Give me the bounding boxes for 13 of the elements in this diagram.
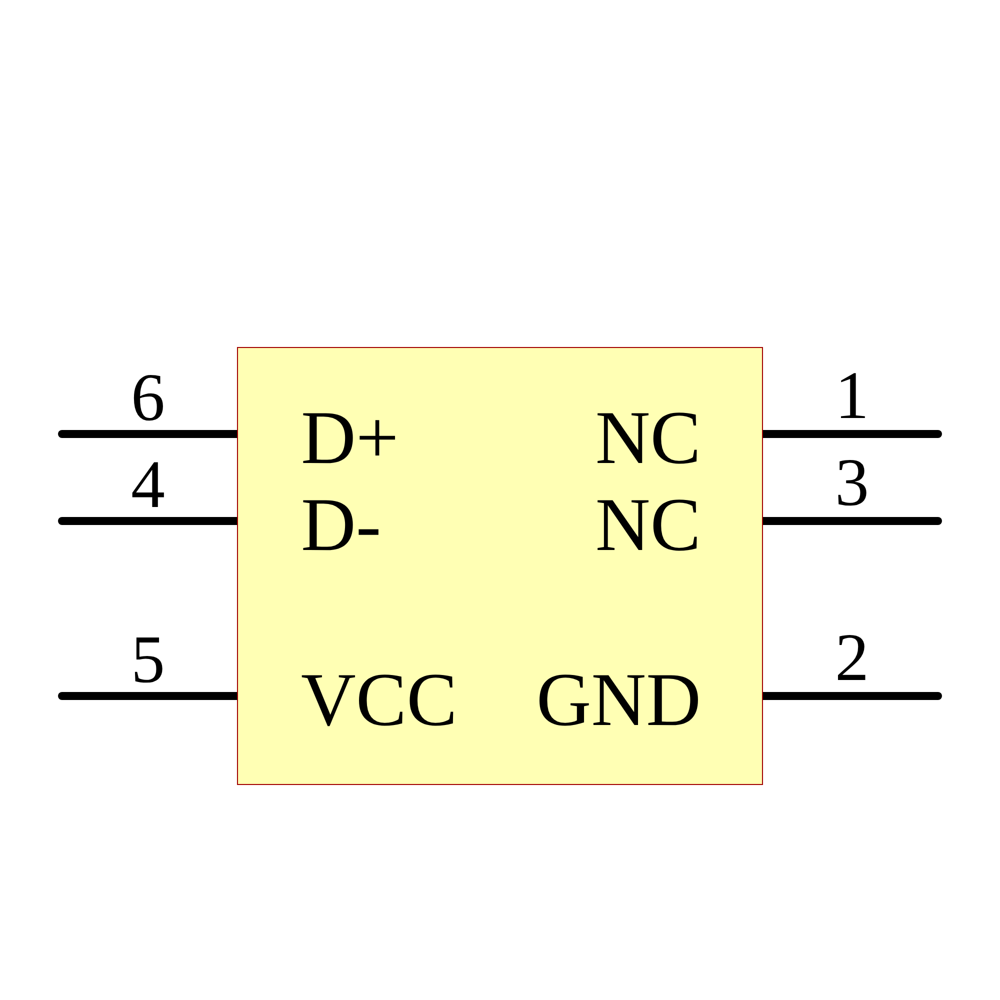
pin-name: D- bbox=[301, 487, 382, 563]
pin-number: 4 bbox=[131, 450, 165, 518]
pin-name: NC bbox=[595, 400, 701, 476]
pin-name: D+ bbox=[301, 400, 399, 476]
pin-number: 5 bbox=[131, 625, 165, 693]
pin-name: NC bbox=[595, 487, 701, 563]
chip-body bbox=[237, 347, 763, 785]
pin-number: 6 bbox=[131, 363, 165, 431]
pin-name: VCC bbox=[301, 662, 458, 738]
pin-name: GND bbox=[536, 662, 701, 738]
pin-number: 1 bbox=[835, 361, 869, 429]
pin-number: 2 bbox=[835, 623, 869, 691]
pin-number: 3 bbox=[835, 448, 869, 516]
